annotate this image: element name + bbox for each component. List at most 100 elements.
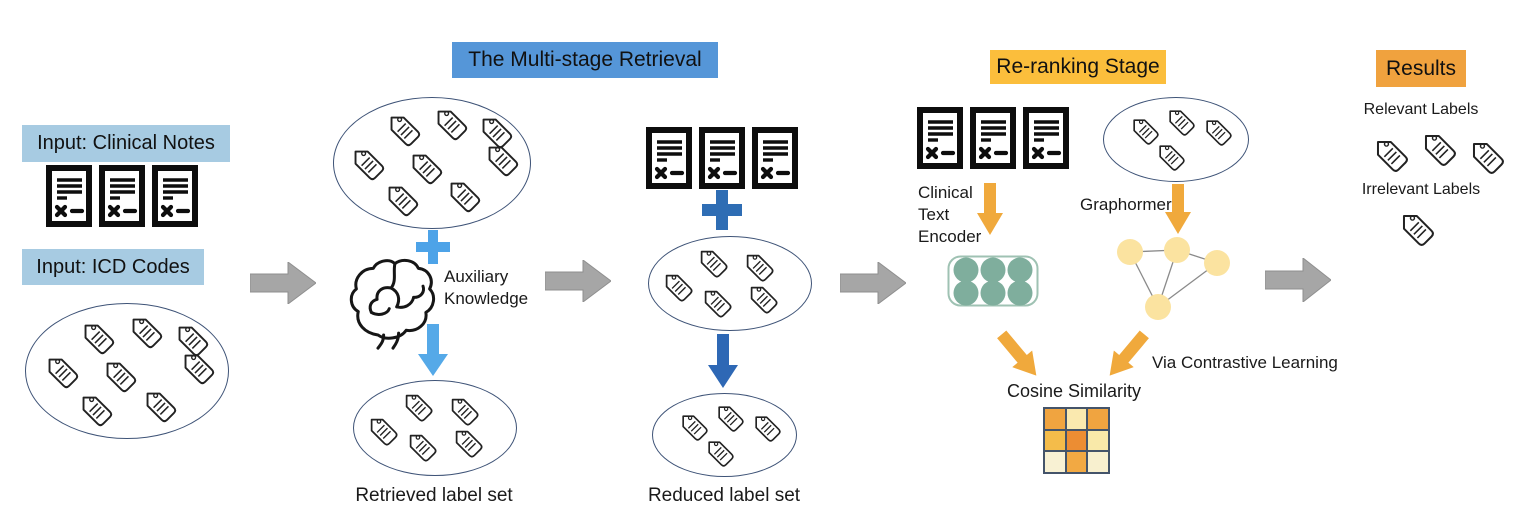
relevant-labels-caption: Relevant Labels [1363, 101, 1479, 118]
tag-icon [1152, 138, 1188, 174]
heatmap-cell [1066, 430, 1087, 451]
tag-icon [1126, 112, 1162, 148]
heatmap-cell [1045, 409, 1065, 429]
tag-icon [711, 399, 747, 435]
reranking-stage-title: Re-ranking Stage [996, 55, 1160, 78]
tag-icon [98, 354, 140, 396]
document-icon [969, 106, 1017, 170]
tag-icon [363, 411, 401, 449]
heatmap-cell [1066, 452, 1087, 472]
arrow-down-icon [977, 183, 1003, 235]
stage2-candidate-label-oval [648, 236, 812, 331]
heatmap-cell [1045, 430, 1065, 451]
tag-icon [448, 423, 486, 461]
auxiliary-knowledge-label: Auxiliary Knowledge [444, 267, 529, 309]
heatmap-cell [1088, 430, 1108, 451]
arrow-diagonal-icon [992, 326, 1047, 384]
clinical-notes-documents [45, 164, 199, 228]
retrieved-label-set-caption: Retrieved label set [355, 485, 513, 506]
clinical-text-encoder-label: Clinical Text Encoder [918, 183, 982, 247]
document-icon [698, 126, 746, 190]
heatmap-cell [1066, 409, 1087, 429]
tag-icon [40, 350, 82, 392]
tag-icon [480, 138, 522, 180]
document-icon [98, 164, 146, 228]
via-contrastive-learning-label: Via Contrastive Learning [1152, 353, 1338, 372]
tag-icon [382, 108, 424, 150]
results-title: Results [1385, 56, 1457, 80]
reranking-stage-header: Re-ranking Stage [990, 50, 1166, 84]
tag-icon [748, 409, 784, 445]
input-icd-codes-text: Input: ICD Codes [36, 255, 190, 278]
reduced-label-set-oval [652, 393, 797, 477]
tag-icon [380, 178, 422, 220]
tag-icon [474, 110, 516, 152]
tag-icon [429, 102, 471, 144]
tag-icon [701, 434, 737, 470]
plus-icon [702, 190, 742, 230]
input-clinical-notes-text: Input: Clinical Notes [37, 132, 215, 154]
tag-icon [124, 310, 166, 352]
document-icon [151, 164, 199, 228]
document-icon [1022, 106, 1070, 170]
tag-icon [1368, 132, 1412, 176]
stage-arrow-right-icon [545, 260, 611, 302]
irrelevant-labels-caption: Irrelevant Labels [1361, 181, 1481, 198]
tag-icon [176, 346, 218, 388]
tag-icon [1162, 103, 1198, 139]
heatmap-cell [1088, 452, 1108, 472]
tag-icon [444, 391, 482, 429]
results-header: Results [1376, 50, 1466, 87]
tag-icon [697, 283, 735, 321]
reduced-label-set-caption: Reduced label set [647, 485, 801, 506]
tag-icon [404, 146, 446, 188]
document-icon [645, 126, 693, 190]
tag-icon [170, 318, 212, 360]
graphormer-label: Graphormer [1080, 195, 1172, 214]
tag-icon [402, 427, 440, 465]
tag-icon [74, 388, 116, 430]
tag-icon [658, 267, 696, 305]
tag-icon [138, 384, 180, 426]
arrow-down-icon [418, 324, 448, 376]
text-embedding-matrix [947, 255, 1039, 307]
multistage-retrieval-header: The Multi-stage Retrieval [452, 42, 718, 78]
tag-icon [1416, 126, 1460, 170]
cosine-similarity-heatmap [1043, 407, 1110, 474]
reranking-documents [916, 106, 1070, 170]
tag-icon [739, 247, 777, 285]
document-icon [916, 106, 964, 170]
multistage-candidate-label-oval [333, 97, 531, 229]
cosine-similarity-label: Cosine Similarity [1007, 381, 1142, 401]
graphormer-label-oval [1103, 97, 1249, 182]
tag-icon [1464, 134, 1508, 178]
tag-icon [398, 387, 436, 425]
arrow-diagonal-icon [1100, 326, 1155, 384]
multistage-retrieval-title: The Multi-stage Retrieval [468, 48, 702, 71]
arrow-down-icon [1165, 184, 1191, 234]
irrelevant-labels-tags [1394, 206, 1442, 254]
plus-icon [416, 230, 450, 264]
heatmap-cell [1088, 409, 1108, 429]
relevant-labels-tags [1368, 126, 1512, 182]
tag-icon [743, 279, 781, 317]
input-icd-codes-label: Input: ICD Codes [22, 249, 204, 285]
heatmap-cell [1045, 452, 1065, 472]
tag-icon [442, 174, 484, 216]
tag-icon [693, 243, 731, 281]
stage-arrow-right-icon [840, 262, 906, 304]
stage-arrow-right-icon [250, 262, 316, 304]
tag-icon [76, 316, 118, 358]
input-clinical-notes-label: Input: Clinical Notes [22, 125, 230, 162]
document-icon [751, 126, 799, 190]
brain-icon [346, 258, 440, 350]
tag-icon [675, 408, 711, 444]
tag-icon [1199, 113, 1235, 149]
label-graph [1105, 232, 1240, 327]
tag-icon [346, 142, 388, 184]
arrow-down-icon [708, 334, 738, 388]
stage-arrow-right-icon [1265, 258, 1331, 302]
tag-icon [1394, 206, 1438, 250]
retrieved-label-set-oval [353, 380, 517, 476]
